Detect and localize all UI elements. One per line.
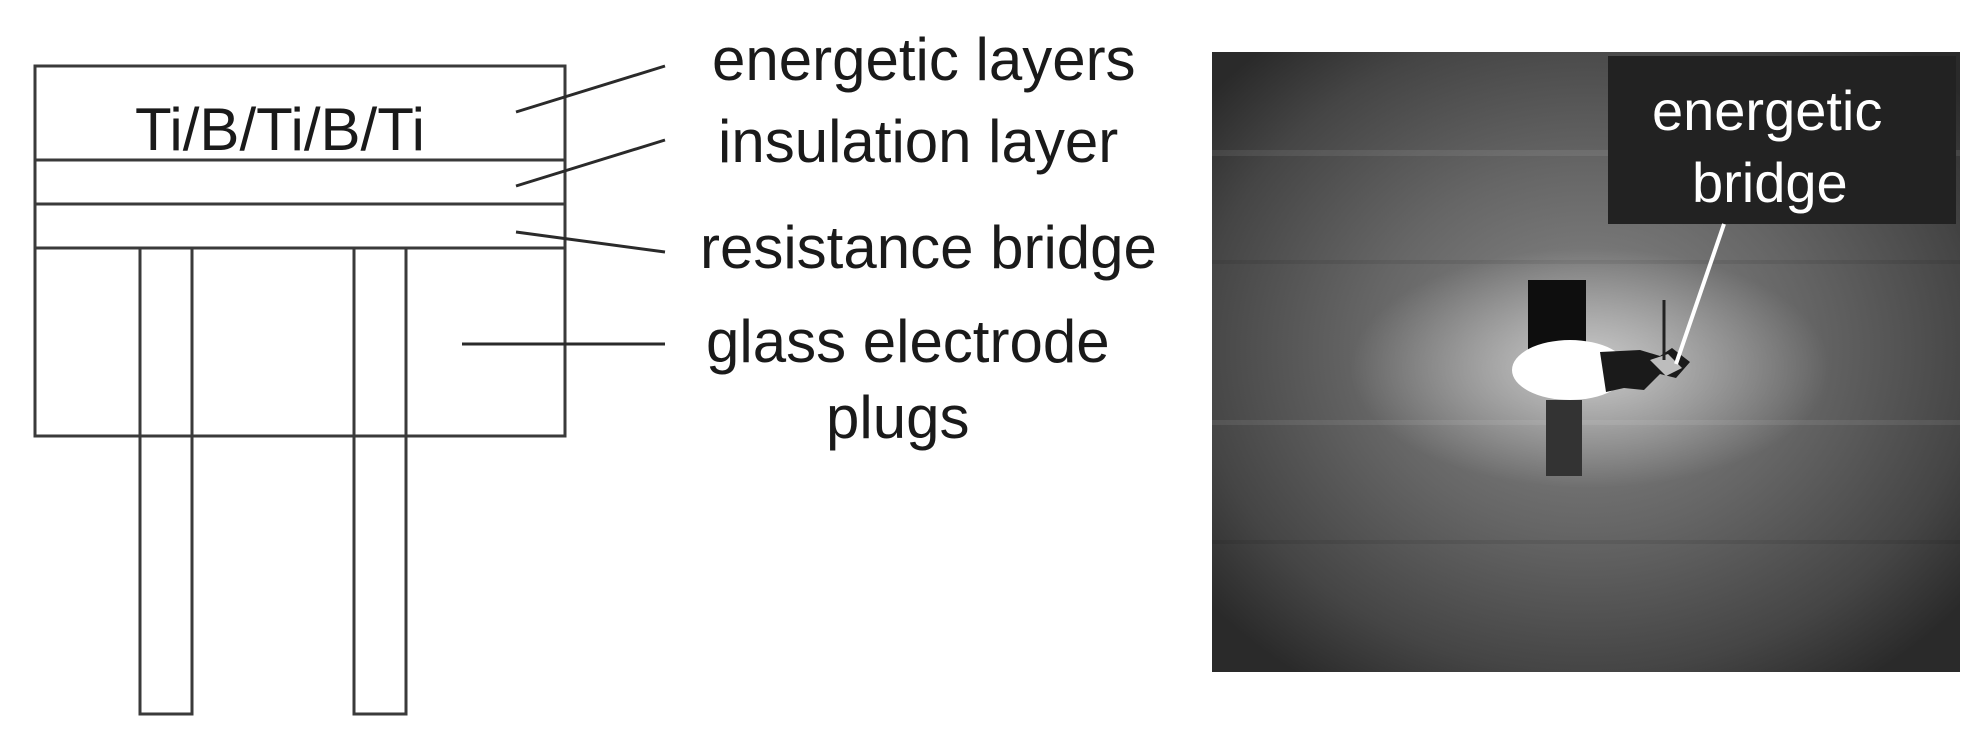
label-energetic-layers: energetic layers bbox=[712, 26, 1136, 93]
callout-labels: energetic layers insulation layer resist… bbox=[700, 26, 1157, 451]
electrode-post-bottom bbox=[1546, 400, 1582, 476]
layer-stack-text: Ti/B/Ti/B/Ti bbox=[135, 96, 425, 163]
photo-label-bridge: bridge bbox=[1692, 151, 1848, 214]
electrode-plug-left bbox=[138, 246, 194, 716]
photo-panel: energetic bridge bbox=[1212, 52, 1960, 672]
leader-energetic-layers bbox=[515, 64, 666, 114]
photo-label-pointer bbox=[1674, 223, 1726, 365]
bridge-flash-body bbox=[1545, 344, 1605, 398]
photo-label-box bbox=[1608, 56, 1956, 224]
electrode-post-top bbox=[1528, 280, 1586, 350]
label-resistance-bridge: resistance bridge bbox=[700, 214, 1157, 281]
bridge-schematic: Ti/B/Ti/B/Ti bbox=[33, 64, 567, 716]
bridge-wire-highlight bbox=[1650, 354, 1682, 376]
label-glass-electrode-plugs: plugs bbox=[826, 384, 969, 451]
label-insulation-layer: insulation layer bbox=[718, 108, 1118, 175]
leader-resistance-bridge bbox=[515, 230, 666, 254]
label-glass-electrode: glass electrode bbox=[706, 308, 1110, 375]
photo-label-energetic: energetic bbox=[1652, 79, 1882, 142]
leader-insulation-layer bbox=[515, 138, 666, 188]
electrode-plug-right bbox=[352, 246, 408, 716]
device-body bbox=[33, 64, 567, 438]
leader-lines bbox=[462, 64, 666, 346]
